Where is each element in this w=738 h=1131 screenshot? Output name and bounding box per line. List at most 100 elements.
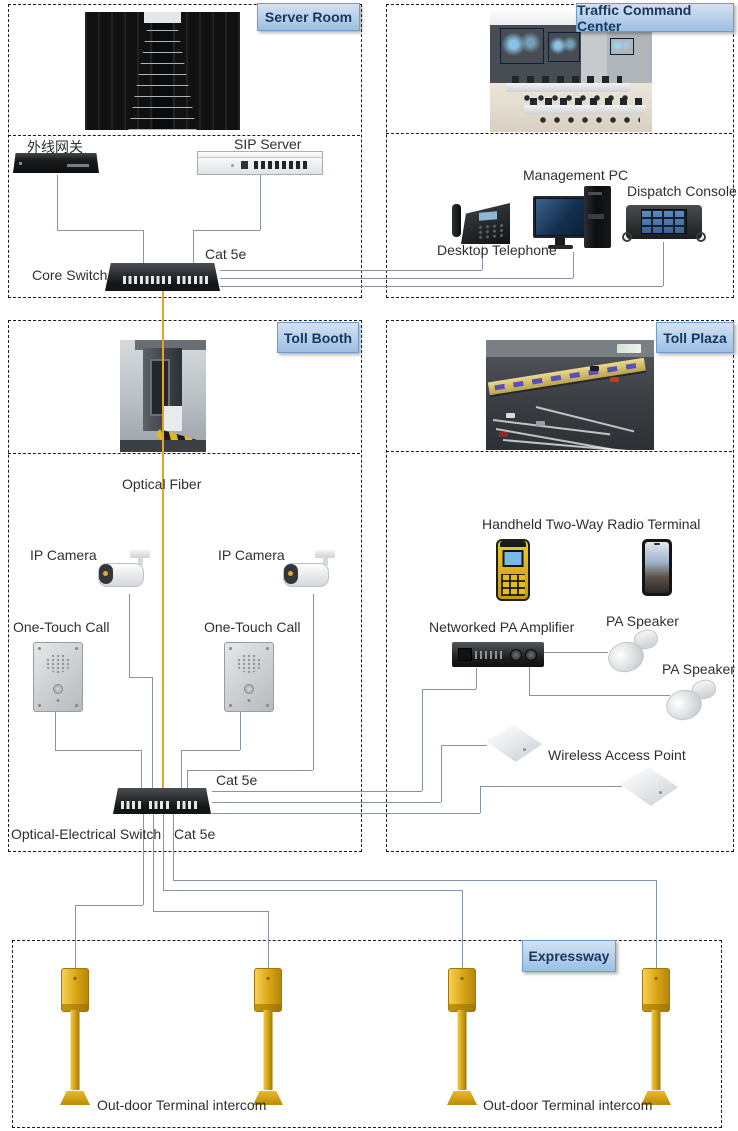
pa-speaker-label: PA Speaker (662, 661, 735, 677)
toll-booth-label: Toll Booth (277, 322, 359, 353)
cable-segment (153, 814, 154, 911)
cable-segment (529, 667, 530, 695)
toll-plaza-label: Toll Plaza (656, 322, 734, 353)
intercom-head (254, 968, 282, 1012)
intercom-base (447, 1091, 477, 1105)
pc-monitor (533, 196, 589, 249)
cable-segment (163, 890, 462, 891)
phone-keypad (477, 222, 504, 241)
intercom-shaft (70, 1010, 80, 1090)
cable-segment (57, 175, 58, 230)
intercom-shaft (457, 1010, 467, 1090)
desk-row (506, 83, 630, 92)
server-room-ceiling (143, 12, 182, 23)
server-led (231, 164, 234, 167)
pc-screen (536, 199, 586, 235)
expressway-box (12, 940, 722, 1128)
ip-camera-device (283, 550, 341, 594)
intercom-head (448, 968, 476, 1012)
cable-segment (173, 814, 174, 880)
cable-segment (75, 905, 143, 906)
ip-camera-label: IP Camera (30, 547, 97, 563)
cable-segment (240, 710, 241, 750)
pa-amplifier-device (452, 642, 544, 667)
cable-segment (212, 802, 441, 803)
outdoor-intercom-pole (639, 968, 673, 1105)
gateway-logo (67, 164, 89, 167)
camera-mount (130, 550, 150, 565)
side-screen (610, 38, 634, 55)
cable-segment (212, 791, 422, 792)
car (499, 432, 509, 438)
one-touch-call-device (224, 642, 274, 712)
cable-segment (193, 230, 260, 231)
toll-booth-divider (8, 453, 360, 454)
cable-segment (143, 814, 144, 905)
phone-handset (452, 204, 461, 237)
video-wall-screen (548, 32, 580, 62)
management-pc-device (533, 186, 611, 250)
outdoor-intercom-label: Out-door Terminal intercom (97, 1097, 267, 1113)
cable-segment (313, 594, 314, 770)
cable-segment (220, 270, 482, 271)
cable-segment (422, 689, 423, 791)
booth-canopy (135, 340, 206, 351)
ethernet-ports (254, 161, 310, 169)
handheld-radio-device (496, 539, 530, 601)
desk-monitors (530, 98, 642, 105)
amplifier-knob (510, 649, 522, 661)
server-room-photo (85, 12, 240, 130)
desktop-telephone-device (452, 197, 510, 244)
cable-segment (181, 750, 182, 789)
cable-segment (141, 750, 142, 789)
camera-lens (99, 564, 113, 584)
core-switch-device (105, 263, 220, 291)
cable-segment (187, 770, 313, 771)
console-handle (622, 232, 632, 242)
core-switch-label: Core Switch (32, 267, 108, 283)
radio-top (500, 541, 526, 547)
dispatch-console-label: Dispatch Console (627, 183, 737, 199)
call-button (244, 684, 254, 694)
outdoor-intercom-label: Out-door Terminal intercom (483, 1097, 653, 1113)
one-touch-call-device (33, 642, 83, 712)
dispatch-console-device (622, 205, 706, 242)
cable-segment (187, 770, 188, 789)
console-handle (696, 232, 706, 242)
smartphone-screen (645, 542, 669, 593)
pc-tower (584, 186, 611, 248)
cable-segment (55, 750, 141, 751)
amplifier-buttons (475, 651, 505, 659)
cable-segment (422, 689, 476, 690)
camera-lens (284, 564, 298, 584)
switch-ports (123, 276, 173, 284)
outdoor-intercom-pole (445, 968, 479, 1105)
cable-segment (476, 668, 477, 689)
one-touch-call-label: One-Touch Call (13, 619, 110, 635)
cable-segment (163, 814, 164, 890)
outdoor-intercom-pole (58, 968, 92, 1105)
car (590, 366, 600, 372)
traffic-command-center-divider (386, 133, 732, 134)
radio-keypad (501, 574, 525, 596)
switch-ports (177, 801, 199, 809)
outdoor-intercom-pole (251, 968, 285, 1105)
intercom-base (253, 1091, 283, 1105)
pa-horn-speaker-device (604, 627, 660, 676)
cable-segment (462, 890, 463, 970)
cable-segment (193, 230, 194, 263)
intercom-base (60, 1091, 90, 1105)
desk-row (524, 105, 646, 114)
management-pc-label: Management PC (523, 167, 629, 183)
cable-segment (260, 175, 261, 230)
server-display (241, 161, 248, 169)
cable-segment (152, 677, 153, 789)
chairs-row (536, 116, 640, 124)
sip-server-device (197, 151, 323, 175)
pa-horn-speaker-device (662, 677, 718, 724)
toll-plaza-box (386, 320, 734, 852)
server-room-box (8, 4, 362, 298)
cable-segment (656, 880, 657, 970)
call-button (53, 684, 63, 694)
